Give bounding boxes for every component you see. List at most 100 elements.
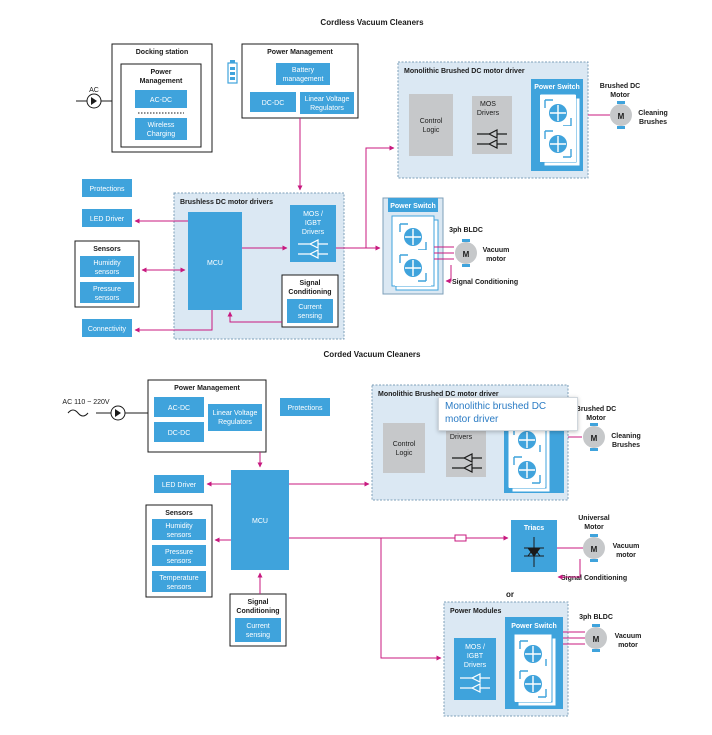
ac-label: AC: [89, 87, 99, 94]
pressure-label: Pressure: [93, 286, 121, 293]
monolithic-driver-panel: Monolithic Brushed DC motor driver Contr…: [397, 61, 589, 179]
transistor-icon-2: [394, 249, 432, 287]
control-label: Control: [420, 118, 443, 125]
mono-power-switch-title: Power Switch: [534, 84, 580, 91]
docking-pm-title-2: Management: [140, 78, 183, 85]
dcdc-block: [250, 92, 296, 112]
triacs-block: Triacs: [511, 520, 557, 572]
led-driver-label: LED Driver: [90, 216, 125, 223]
transistor-icon-8: [514, 665, 552, 703]
signal-conditioning-corded: Signal Conditioning Current sensing: [229, 593, 287, 647]
transistor-icon-3: [539, 94, 577, 132]
universal-motor: Universal Motor M Vacuum motor Signal Co…: [557, 515, 639, 582]
bldc-corded-label: 3ph BLDC: [579, 614, 613, 621]
docking-station-title: Docking station: [136, 49, 189, 56]
acdc-block: [135, 90, 187, 108]
control-corded-label: Control: [393, 441, 416, 448]
current-label: Current: [298, 304, 321, 311]
modules-power-switch-title: Power Switch: [511, 623, 557, 630]
brushed-label-2: Motor: [610, 92, 630, 99]
dcdc-label: DC-DC: [262, 100, 285, 107]
bldc-motor-corded: 3ph BLDC M Vacuum motor: [563, 614, 641, 652]
ac-source-corded: AC 110 ~ 220V: [62, 399, 148, 421]
universal-label-2: Motor: [584, 524, 604, 531]
brushed-motor: Brushed DC Motor M Cleaning Brushes: [588, 83, 668, 129]
bldc-driver-panel: Brushless DC motor drivers MCU MOS / IGB…: [173, 192, 345, 340]
power-management-corded: Power Management AC-DC DC-DC Linear Volt…: [147, 379, 267, 453]
bldc-motor: 3ph BLDC M Vacuum motor Signal Condition…: [434, 227, 518, 286]
transistor-icon-6: [508, 451, 546, 489]
power-modules-title: Power Modules: [450, 608, 501, 615]
mcu-corded-block: [231, 470, 289, 570]
battery-icon: [227, 60, 238, 84]
vacuum-corded-label: Vacuum: [613, 543, 640, 550]
bldc-panel-title: Brushless DC motor drivers: [180, 199, 273, 206]
power-switch-panel: Power Switch: [382, 197, 444, 295]
dcdc-corded-label: DC-DC: [168, 430, 191, 437]
sig-corded-label-2: Conditioning: [236, 608, 279, 615]
brushed-corded-label: Brushed DC: [576, 406, 616, 413]
mcu-block: [188, 212, 242, 310]
power-switch-title: Power Switch: [390, 203, 436, 210]
led-driver-corded-block: [154, 475, 204, 493]
corded-wires: [206, 452, 509, 661]
cordless-title: Cordless Vacuum Cleaners: [320, 18, 424, 27]
universal-label: Universal: [578, 515, 610, 522]
mos-label-2: IGBT: [305, 220, 322, 227]
cs-corded-label-2: sensing: [246, 632, 270, 639]
motor-m-label: M: [463, 250, 470, 259]
cleaning-label-2: Brushes: [639, 119, 667, 126]
monolithic-title: Monolithic Brushed DC motor driver: [404, 68, 525, 75]
tooltip: Monolithic brushed DC motor driver: [438, 397, 578, 431]
temperature-label: Temperature: [159, 575, 198, 582]
acdc-corded-label: AC-DC: [168, 405, 190, 412]
mcu-label: MCU: [207, 260, 223, 267]
modules-mos-label-3: Drivers: [464, 662, 487, 669]
motor-m-label-2: M: [618, 112, 625, 121]
power-management: Power Management Battery management DC-D…: [227, 43, 359, 119]
protections-block: [82, 179, 132, 197]
vacuum-label-2: motor: [486, 256, 506, 263]
mono-corded-title: Monolithic Brushed DC motor driver: [378, 391, 499, 398]
sensors-corded: Sensors Humidity sensors Pressure sensor…: [145, 504, 213, 598]
led-driver-block: [82, 209, 132, 227]
current-sensing-block: [287, 299, 333, 323]
triac-icon: [524, 537, 544, 567]
motor-m-label-4: M: [591, 545, 598, 554]
pressure-label-2: sensors: [95, 295, 120, 302]
mos-drivers-label-2: Drivers: [477, 110, 500, 117]
sig-corded-label: Signal: [247, 599, 268, 606]
lvr-label: Linear Voltage: [305, 96, 350, 103]
wireless-label-2: Charging: [147, 131, 176, 138]
mcu-corded-label: MCU: [252, 518, 268, 525]
connectivity-label: Connectivity: [88, 326, 127, 333]
or-label: or: [506, 590, 514, 599]
modules-mos-label: MOS /: [465, 644, 485, 651]
vacuum-label: Vacuum: [483, 247, 510, 254]
humidity-corded-label: Humidity: [165, 523, 193, 530]
lvr-block: [300, 92, 354, 114]
cleaning-corded-label-2: Brushes: [612, 442, 640, 449]
transistor-icon-4: [539, 125, 577, 163]
battery-label-2: management: [283, 76, 324, 83]
corded-title: Corded Vacuum Cleaners: [324, 350, 421, 359]
battery-label: Battery: [292, 67, 315, 74]
cleaning-label: Cleaning: [638, 110, 668, 117]
wireless-charging-block: [135, 118, 187, 140]
lvr-corded-label-2: Regulators: [218, 419, 252, 426]
docking-pm-title: Power: [150, 69, 171, 76]
signal-label: Signal: [299, 280, 320, 287]
acdc-label: AC-DC: [150, 97, 172, 104]
temperature-label-2: sensors: [167, 584, 192, 591]
drivers-corded-label: Drivers: [450, 434, 473, 441]
pressure-corded-label: Pressure: [165, 549, 193, 556]
power-management-title: Power Management: [267, 49, 333, 56]
cs-corded-label: Current: [246, 623, 269, 630]
sensors-title: Sensors: [93, 246, 121, 253]
control-label-2: Logic: [423, 127, 440, 134]
humidity-label-2: sensors: [95, 269, 120, 276]
modules-mos-label-2: IGBT: [467, 653, 484, 660]
current-label-2: sensing: [298, 313, 322, 320]
mos-label-3: Drivers: [302, 229, 325, 236]
